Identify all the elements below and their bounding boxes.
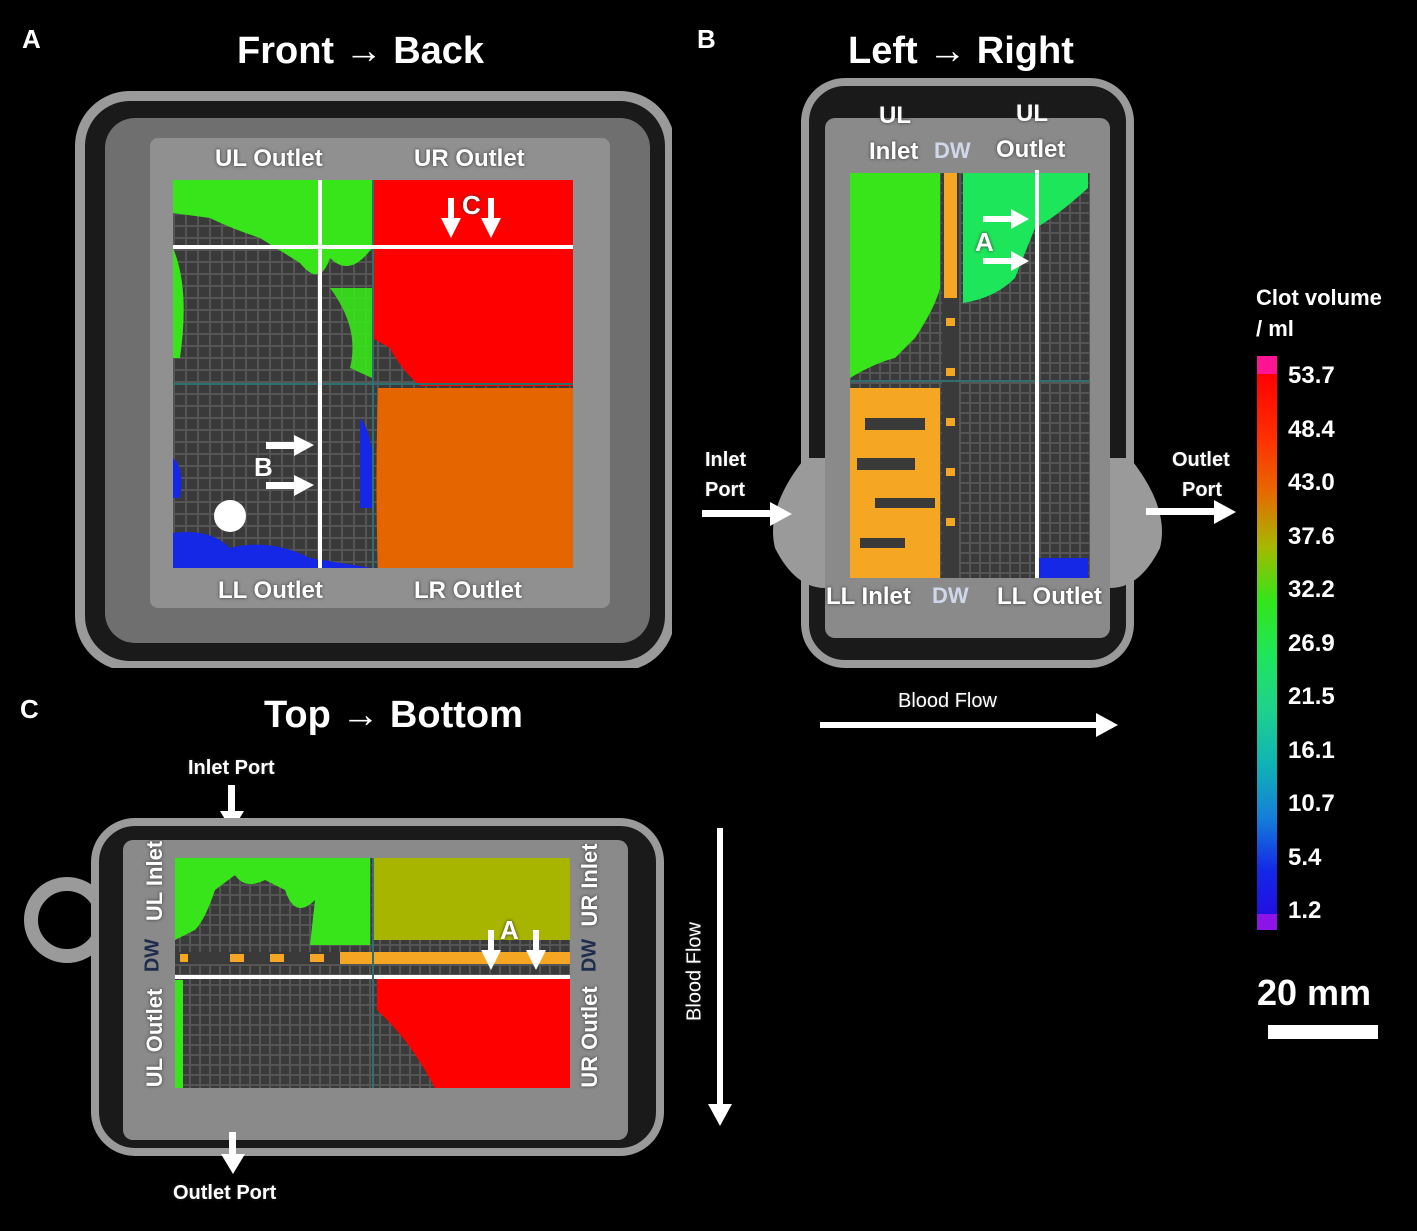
label-b-dw-top: DW [934,138,971,163]
label-c-outlet-port: Outlet Port [173,1182,277,1204]
clot-lr-orange [376,388,573,568]
colorbar-tick-label: 21.5 [1288,683,1335,710]
panel-c-letter: C [20,694,39,724]
label-b-outlet-port-1: Outlet [1172,449,1230,471]
colorbar-gradient [1257,356,1277,930]
scale-bar [1268,1025,1378,1039]
inlet-port-arrow-icon [702,502,792,526]
arrows-c-icon [441,198,501,238]
label-b-outlet-port-2: Port [1182,479,1222,501]
label-a-ul-outlet: UL Outlet [215,145,323,172]
colorbar-tick-label: 10.7 [1288,790,1335,817]
colorbar-tick-label: 43.0 [1288,469,1335,496]
clot-ll-blue [173,532,372,568]
label-a-lr-outlet: LR Outlet [414,577,522,604]
label-c-inlet-port: Inlet Port [188,757,275,779]
arrows-b-icon [266,435,314,496]
label-b-ul-outlet-1: UL [1016,100,1048,127]
label-b-inlet-port-1: Inlet [705,449,747,471]
label-c-ul-inlet: UL Inlet [142,840,167,922]
panel-b-letter: B [697,24,716,54]
label-c-ur-inlet: UR Inlet [577,843,602,927]
colorbar-tick-label: 26.9 [1288,629,1335,657]
panel-a-title: Front → Back [237,30,485,72]
clot-ll-blue-mid [360,418,374,508]
label-b-ul-inlet-1: UL [879,102,911,129]
marker-a-b: B [254,452,273,482]
label-c-dw-left: DW [141,938,164,973]
colorbar-tick-label: 32.2 [1288,576,1335,603]
panel-b-device-image [773,78,1162,668]
colorbar-title-2: / ml [1256,316,1294,341]
colorbar-tick-label: 48.4 [1288,415,1335,443]
label-b-ul-outlet-2: Outlet [996,136,1066,163]
outlet-port-down-arrow-icon [221,1132,245,1174]
blood-flow-arrow-horizontal-icon [820,713,1118,737]
colorbar-tick-label: 37.6 [1288,522,1335,550]
colorbar-tick-label: 16.1 [1288,736,1335,764]
label-b-ul-inlet-2: Inlet [869,138,919,165]
arrows-b-a-icon [983,209,1029,271]
label-a-ll-outlet: LL Outlet [218,577,323,604]
marker-dot [214,500,246,532]
colorbar-tick-label: 5.4 [1288,843,1322,871]
label-a-ur-outlet: UR Outlet [414,145,525,172]
scale-bar-label: 20 mm [1257,972,1372,1013]
label-c-dw-right: DW [578,938,601,973]
clot-ul-green-edge [173,248,184,358]
clot-ur-red [372,180,573,386]
marker-b-a: A [975,227,994,257]
label-c-blood-flow: Blood Flow [683,922,706,1021]
label-c-ul-outlet: UL Outlet [142,988,167,1088]
clot-ul-green-mid [330,288,372,378]
panel-a-letter: A [22,24,41,54]
label-b-ll-outlet: LL Outlet [997,583,1102,610]
colorbar-tick-label: 1.2 [1288,897,1322,924]
label-c-ur-outlet: UR Outlet [577,986,602,1088]
arrows-c-a-icon [481,930,546,970]
label-b-blood-flow: Blood Flow [898,690,997,712]
marker-a-c: C [462,190,481,220]
panel-a-device-image [75,91,672,668]
outlet-port-arrow-icon [1146,500,1236,524]
panel-c-device-image [24,818,664,1156]
label-b-ll-inlet: LL Inlet [826,583,911,610]
blood-flow-arrow-vertical-icon [708,828,732,1126]
panel-b-title: Left → Right [848,30,1074,72]
label-b-inlet-port-2: Port [705,479,745,501]
panel-c-title: Top → Bottom [264,694,523,736]
colorbar-tick-label: 53.7 [1288,362,1335,389]
colorbar-title-1: Clot volume [1256,285,1382,310]
clot-ll-blue-edge [173,458,182,498]
clot-ul-green [173,180,372,275]
marker-c-a: A [500,915,519,945]
label-b-dw-bottom: DW [932,583,969,608]
